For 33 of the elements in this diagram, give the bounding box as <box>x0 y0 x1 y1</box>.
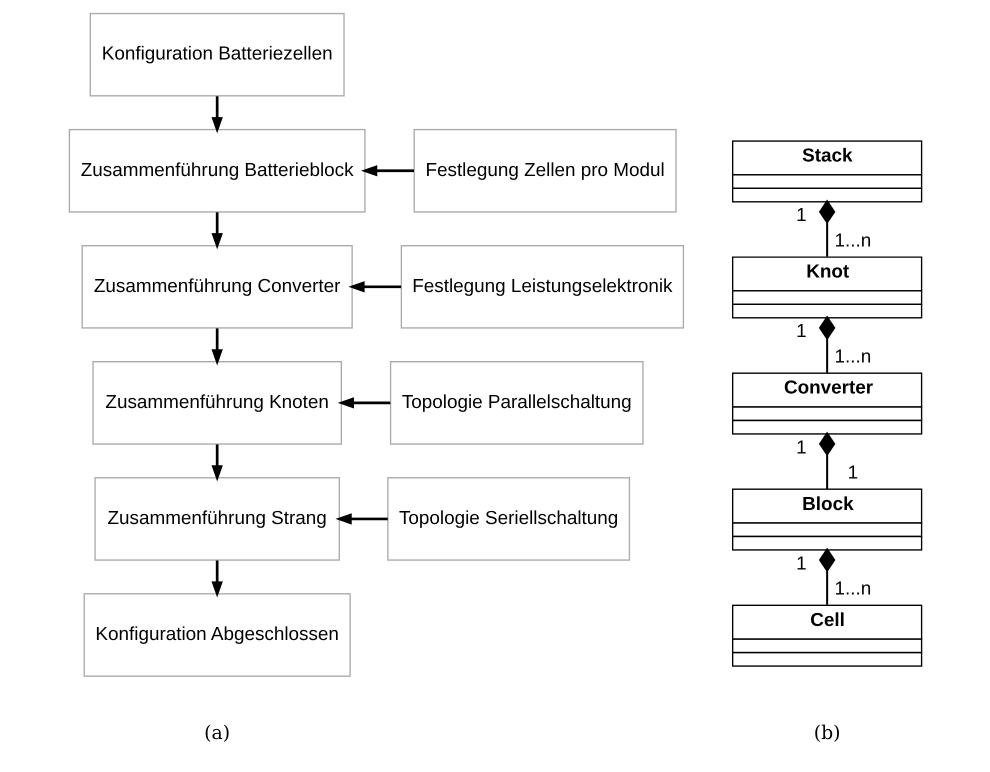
label: 1 <box>847 462 858 484</box>
connector <box>818 199 835 256</box>
label: (b) <box>813 722 840 744</box>
label: 1 <box>796 321 806 342</box>
node-box: Konfiguration Abgeschlossen <box>83 593 350 677</box>
arrow <box>337 397 390 409</box>
label: 1...n <box>834 578 871 600</box>
node-box: Zusammenführung Knoten <box>92 361 342 445</box>
arrow <box>334 513 388 525</box>
label: 1...n <box>834 346 871 368</box>
arrow <box>210 96 222 134</box>
label: 1 <box>796 553 806 574</box>
arrow <box>210 560 222 598</box>
connector <box>818 548 835 605</box>
node-box: Topologie Parallelschaltung <box>389 361 644 445</box>
connector <box>818 432 835 488</box>
node-box: Festlegung Leistungselektronik <box>400 244 684 329</box>
label: 1 <box>796 205 806 226</box>
label: 1 <box>796 437 806 458</box>
node-box: Zusammenführung Strang <box>94 477 340 561</box>
arrow <box>360 165 414 176</box>
label: (a) <box>204 722 230 744</box>
arrow <box>210 212 222 250</box>
connector <box>818 316 835 372</box>
node-box: Konfiguration Batteriezellen <box>89 12 344 97</box>
label: 1...n <box>834 230 871 252</box>
node-box: Topologie Seriellschaltung <box>386 477 630 561</box>
arrow <box>348 281 401 292</box>
arrow <box>210 444 222 482</box>
node-box: Festlegung Zellen pro Modul <box>413 128 676 213</box>
arrow <box>210 328 222 366</box>
node-box: Zusammenführung Converter <box>81 244 352 329</box>
node-box: Zusammenführung Batterieblock <box>68 128 366 213</box>
